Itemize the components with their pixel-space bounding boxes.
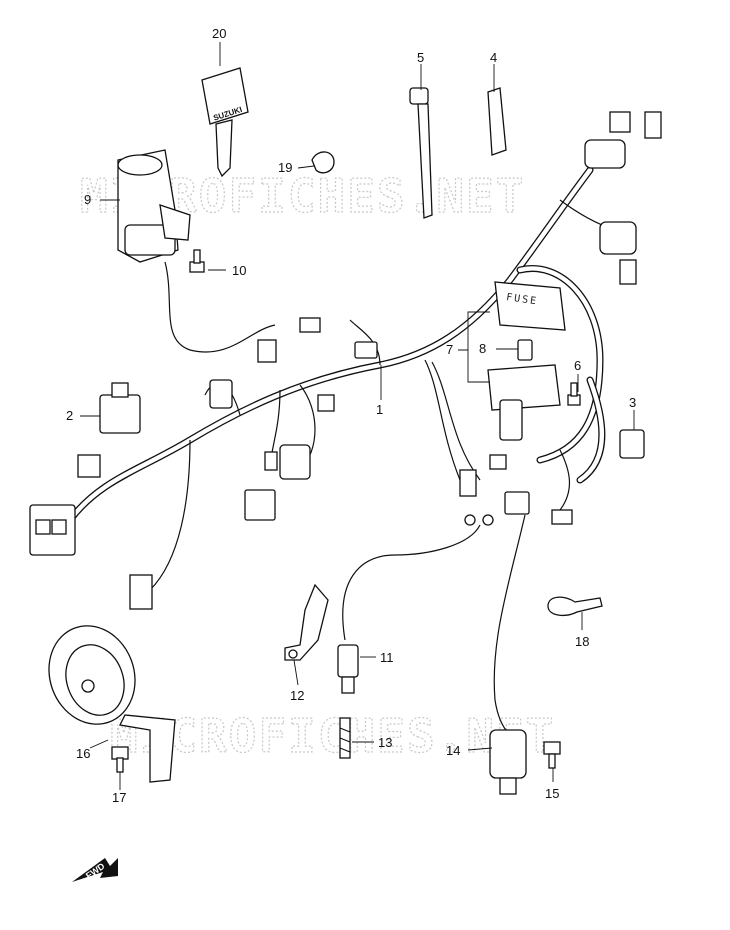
callout-10: 10 — [232, 263, 246, 278]
fuse-box-label: FUSE — [505, 292, 538, 307]
fuse-box: FUSE — [487, 281, 566, 441]
callout-5: 5 — [417, 50, 424, 65]
screw-10 — [189, 249, 205, 273]
screw-15 — [543, 741, 561, 769]
fuse — [517, 339, 533, 361]
bolt-17 — [111, 746, 129, 773]
callout-4: 4 — [490, 50, 497, 65]
clamp-18 — [547, 596, 603, 617]
callout-1: 1 — [376, 402, 383, 417]
connector-3 — [619, 429, 645, 459]
cable-tie — [409, 87, 433, 219]
callout-19: 19 — [278, 160, 292, 175]
callout-6: 6 — [574, 358, 581, 373]
watermark-bottom: MICROFICHES.NET — [110, 709, 555, 763]
callout-18: 18 — [575, 634, 589, 649]
ignition-key: SUZUKI — [201, 67, 249, 178]
callout-2: 2 — [66, 408, 73, 423]
forward-arrow: FWD — [72, 858, 118, 882]
callout-8: 8 — [479, 341, 486, 356]
horn — [48, 625, 176, 783]
neutral-switch — [337, 524, 481, 694]
callout-9: 9 — [84, 192, 91, 207]
harness-clip — [311, 151, 335, 174]
sensor-14 — [489, 514, 527, 795]
wire-band — [487, 87, 507, 156]
callout-12: 12 — [290, 688, 304, 703]
callout-20: 20 — [212, 26, 226, 41]
callouts: 20 5 4 19 9 10 1 2 7 8 6 3 11 12 13 14 1… — [66, 26, 636, 805]
upper-right-connectors — [584, 111, 662, 285]
relay — [99, 382, 141, 434]
screw-6 — [567, 382, 581, 406]
callout-14: 14 — [446, 743, 460, 758]
callout-7: 7 — [446, 342, 453, 357]
main-wiring-harness — [29, 166, 616, 610]
callout-16: 16 — [76, 746, 90, 761]
leader-lines — [80, 42, 635, 790]
callout-17: 17 — [112, 790, 126, 805]
callout-11: 11 — [380, 650, 394, 665]
callout-13: 13 — [378, 735, 392, 750]
ignition-switch — [117, 149, 276, 353]
callout-15: 15 — [545, 786, 559, 801]
spring-13 — [339, 717, 351, 759]
bracket-12 — [284, 583, 329, 661]
callout-3: 3 — [629, 395, 636, 410]
